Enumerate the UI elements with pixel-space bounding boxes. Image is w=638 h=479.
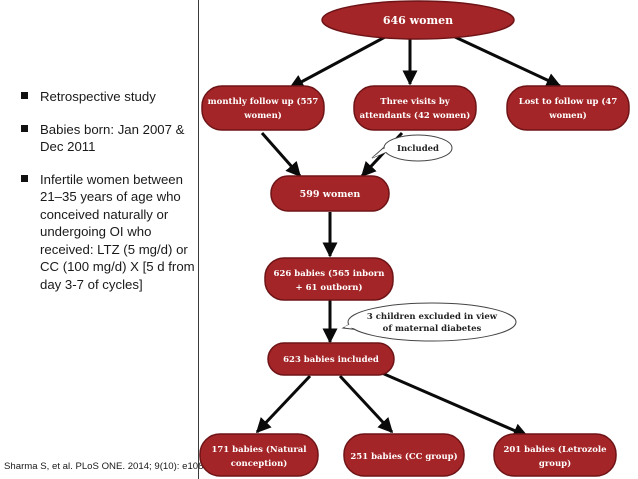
node-natural-line2: conception) (231, 458, 288, 469)
callout-included-label: Included (397, 144, 439, 154)
node-626-babies: 626 babies (565 inborn + 61 outborn) (264, 257, 394, 301)
node-natural-line1: 171 babies (Natural (211, 444, 307, 455)
node-lost-line2: women) (548, 110, 587, 121)
arrow-623-to-natural (255, 374, 312, 434)
node-626-line1: 626 babies (565 inborn (274, 268, 385, 279)
node-lost-line1: Lost to follow up (47 (519, 96, 618, 107)
callout-excluded-line1: 3 children excluded in view (367, 312, 498, 322)
arrow-top-to-monthly (288, 35, 386, 90)
node-599-women-label: 599 women (300, 189, 361, 200)
node-646-women: 646 women (321, 0, 515, 40)
bullet-item: Infertile women between 21–35 years of a… (18, 171, 200, 294)
node-626-line2: + 61 outborn) (296, 282, 363, 293)
node-three-visits: Three visits by attendants (42 women) (353, 85, 477, 131)
arrow-623-to-letrozole (374, 368, 529, 438)
node-monthly-line2: women) (243, 110, 282, 121)
node-623-label: 623 babies included (283, 355, 379, 365)
bullet-item: Babies born: Jan 2007 & Dec 2011 (18, 121, 200, 156)
column-divider (198, 0, 199, 479)
node-599-women: 599 women (270, 175, 390, 212)
bullet-square-icon (21, 92, 28, 99)
node-natural-conception: 171 babies (Natural conception) (199, 433, 319, 477)
callout-excluded: 3 children excluded in view of maternal … (341, 302, 517, 342)
bullet-text: Infertile women between 21–35 years of a… (40, 171, 195, 292)
node-three-line1: Three visits by (380, 97, 451, 107)
arrow-monthly-to-599 (260, 132, 302, 178)
callout-excluded-line2: of maternal diabetes (383, 324, 482, 334)
bullet-item: Retrospective study (18, 88, 200, 106)
bullet-square-icon (21, 174, 28, 182)
node-three-line2: attendants (42 women) (360, 110, 471, 121)
node-lost-to-follow-up: Lost to follow up (47 women) (506, 85, 630, 131)
node-monthly-line1: monthly follow up (557 (208, 96, 319, 107)
arrow-623-to-cc (338, 374, 394, 434)
node-cc-group: 251 babies (CC group) (343, 433, 465, 477)
arrows (255, 35, 562, 438)
bullet-text: Retrospective study (40, 89, 156, 104)
callout-included: Included (371, 134, 453, 162)
node-letrozole-line1: 201 babies (Letrozole (503, 444, 607, 455)
bullet-list: Retrospective study Babies born: Jan 200… (18, 88, 200, 308)
arrow-top-to-lost (454, 35, 562, 88)
node-letrozole-group: 201 babies (Letrozole group) (493, 433, 617, 477)
node-monthly-follow-up: monthly follow up (557 women) (201, 85, 325, 131)
node-646-women-label: 646 women (383, 14, 453, 27)
citation: Sharma S, et al. PLoS ONE. 2014; 9(10): … (4, 461, 220, 472)
node-cc-line1: 251 babies (CC group) (350, 451, 457, 462)
node-letrozole-line2: group) (539, 458, 571, 469)
bullet-square-icon (21, 124, 28, 132)
node-623-babies: 623 babies included (267, 342, 395, 376)
bullet-text: Babies born: Jan 2007 & Dec 2011 (40, 121, 185, 155)
